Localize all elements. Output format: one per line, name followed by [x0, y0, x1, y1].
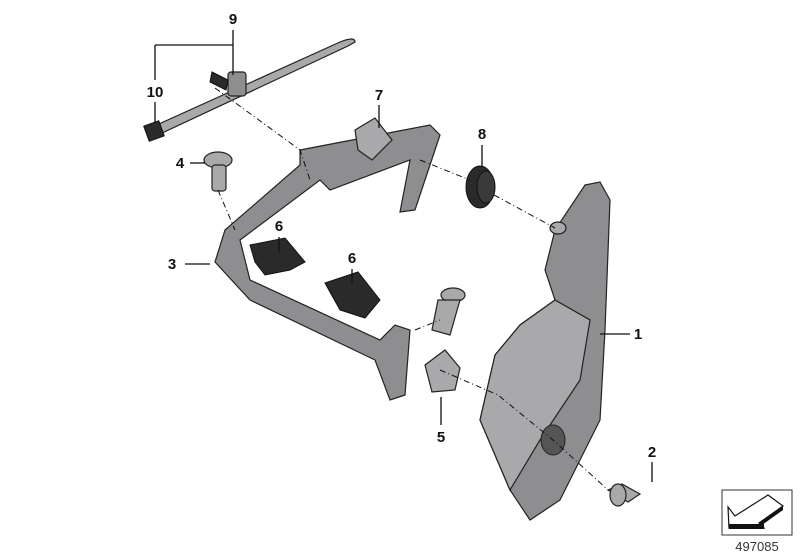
callout-7: 7: [375, 87, 383, 104]
callout-8: 8: [478, 126, 486, 143]
cable-tie: [143, 38, 356, 142]
callout-5: 5: [437, 429, 445, 446]
cover: [479, 181, 611, 521]
screw-2: [606, 483, 642, 507]
callout-4: 4: [176, 155, 185, 172]
screw-4: [203, 151, 233, 192]
clip-6a: [249, 237, 306, 276]
speed-nut-7: [354, 117, 393, 161]
pin: [431, 287, 466, 336]
reference-number: 497085: [735, 539, 778, 554]
callout-9: 9: [229, 11, 237, 28]
bracket: [214, 124, 441, 401]
callout-10: 10: [147, 84, 164, 101]
callout-3: 3: [168, 256, 176, 273]
grommet: [465, 165, 496, 209]
callout-2: 2: [648, 444, 656, 461]
callout-6b: 6: [348, 250, 356, 267]
callout-1: 1: [634, 326, 642, 343]
callout-6a: 6: [275, 218, 283, 235]
arrow-down-left-icon: [721, 489, 793, 536]
